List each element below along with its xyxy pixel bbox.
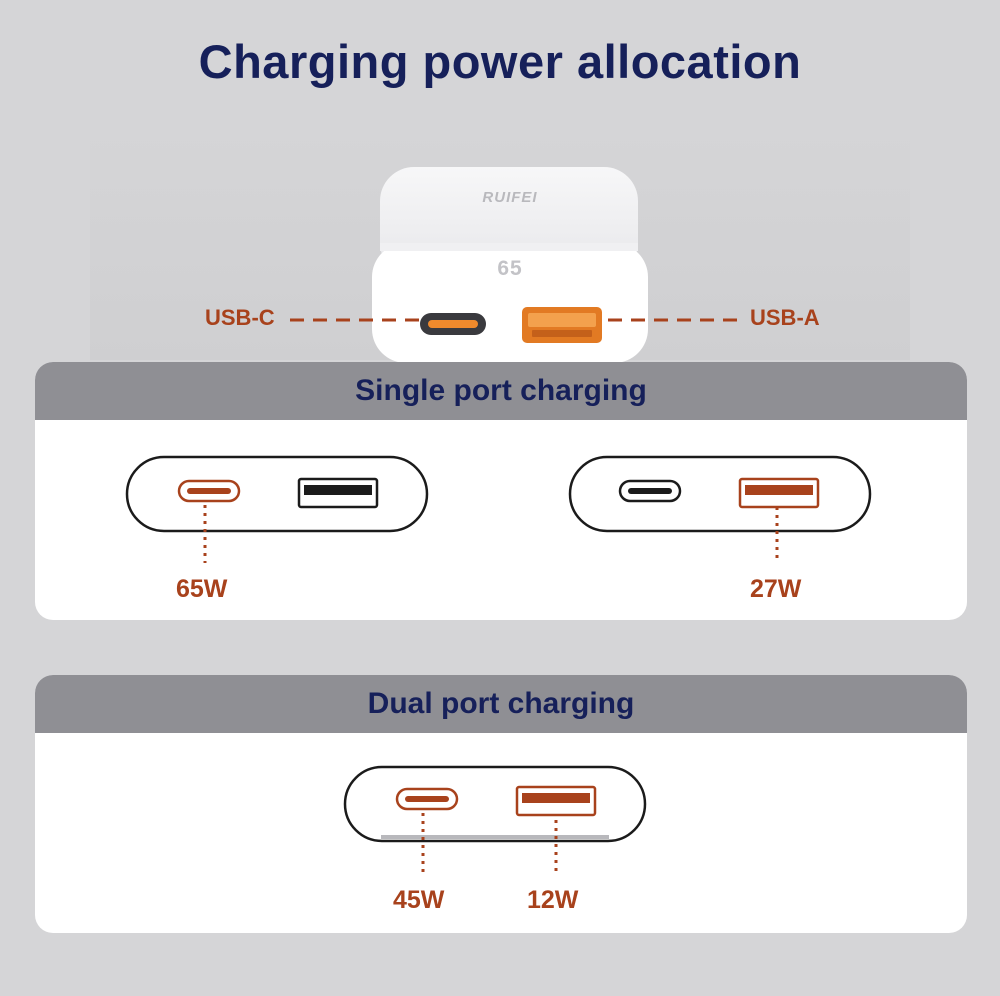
power-bank-illustration — [372, 167, 648, 363]
single-right-leader — [775, 507, 779, 563]
power-bank: RUIFEI 65 — [366, 167, 654, 363]
single-right-port-diagram — [568, 455, 872, 533]
page-title: Charging power allocation — [198, 35, 802, 88]
dual-port-diagram — [343, 765, 647, 843]
single-usb-c-watt: 65W — [176, 575, 228, 603]
dual-usb-a-leader — [554, 820, 558, 876]
dual-usb-c-leader — [421, 813, 425, 877]
power-rating: 65 — [497, 257, 523, 280]
single-port-heading: Single port charging — [35, 362, 967, 420]
dual-usb-c-watt: 45W — [393, 886, 445, 914]
single-usb-a-watt: 27W — [750, 575, 802, 603]
single-left-port-diagram — [125, 455, 429, 533]
single-left-leader — [203, 505, 207, 563]
brand-logo: RUIFEI — [482, 189, 538, 206]
dual-usb-a-watt: 12W — [527, 886, 579, 914]
dual-port-panel: Dual port charging — [35, 675, 967, 933]
dual-port-heading: Dual port charging — [35, 675, 967, 733]
usb-a-label: USB-A — [750, 305, 820, 330]
port-leader-lines — [290, 318, 745, 322]
usb-c-label: USB-C — [205, 305, 275, 330]
